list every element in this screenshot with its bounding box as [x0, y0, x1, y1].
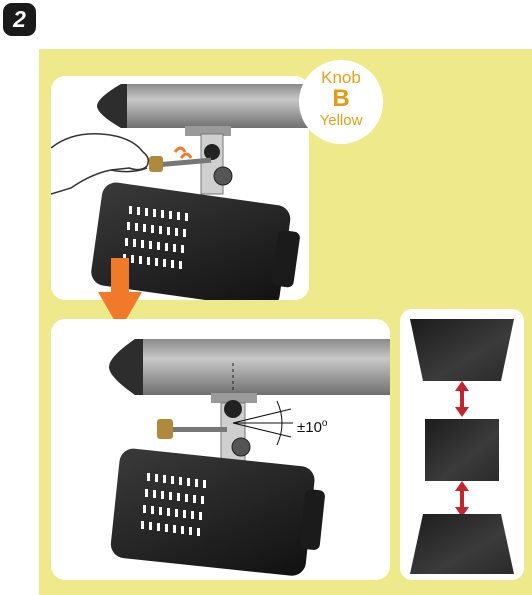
- mount-bar: [97, 84, 309, 128]
- projector-body: [89, 181, 304, 300]
- knob-letter: B: [299, 85, 383, 113]
- projector-body: [109, 447, 327, 578]
- keystone-top-shape: [410, 319, 514, 381]
- double-arrow-icon: [455, 381, 469, 417]
- tilt-angle-label: ±10o: [297, 418, 327, 436]
- knob-color-name: Yellow: [299, 112, 383, 129]
- keystone-square-shape: [425, 419, 499, 481]
- tilt-range-drawing: [51, 319, 390, 580]
- tilt-angle-value: ±10: [297, 419, 322, 436]
- mount-bar-cap: [97, 84, 127, 128]
- double-arrow-icon: [455, 481, 469, 517]
- keystone-shapes-drawing: [400, 309, 524, 580]
- tilt-angle-unit: o: [322, 418, 328, 429]
- knob-b-yellow-callout: Knob B Yellow: [299, 60, 383, 144]
- mount-bar: [109, 339, 390, 395]
- knob-adjust-illustration: [51, 76, 309, 300]
- step-number-badge: 2: [3, 3, 36, 36]
- keystone-shapes-illustration: [400, 309, 524, 580]
- keystone-bottom-shape: [410, 514, 514, 574]
- knob-adjust-drawing: [51, 76, 309, 300]
- knob-b-icon: [157, 419, 173, 439]
- tilt-range-illustration: [51, 319, 390, 580]
- knob-b-icon: [149, 156, 163, 172]
